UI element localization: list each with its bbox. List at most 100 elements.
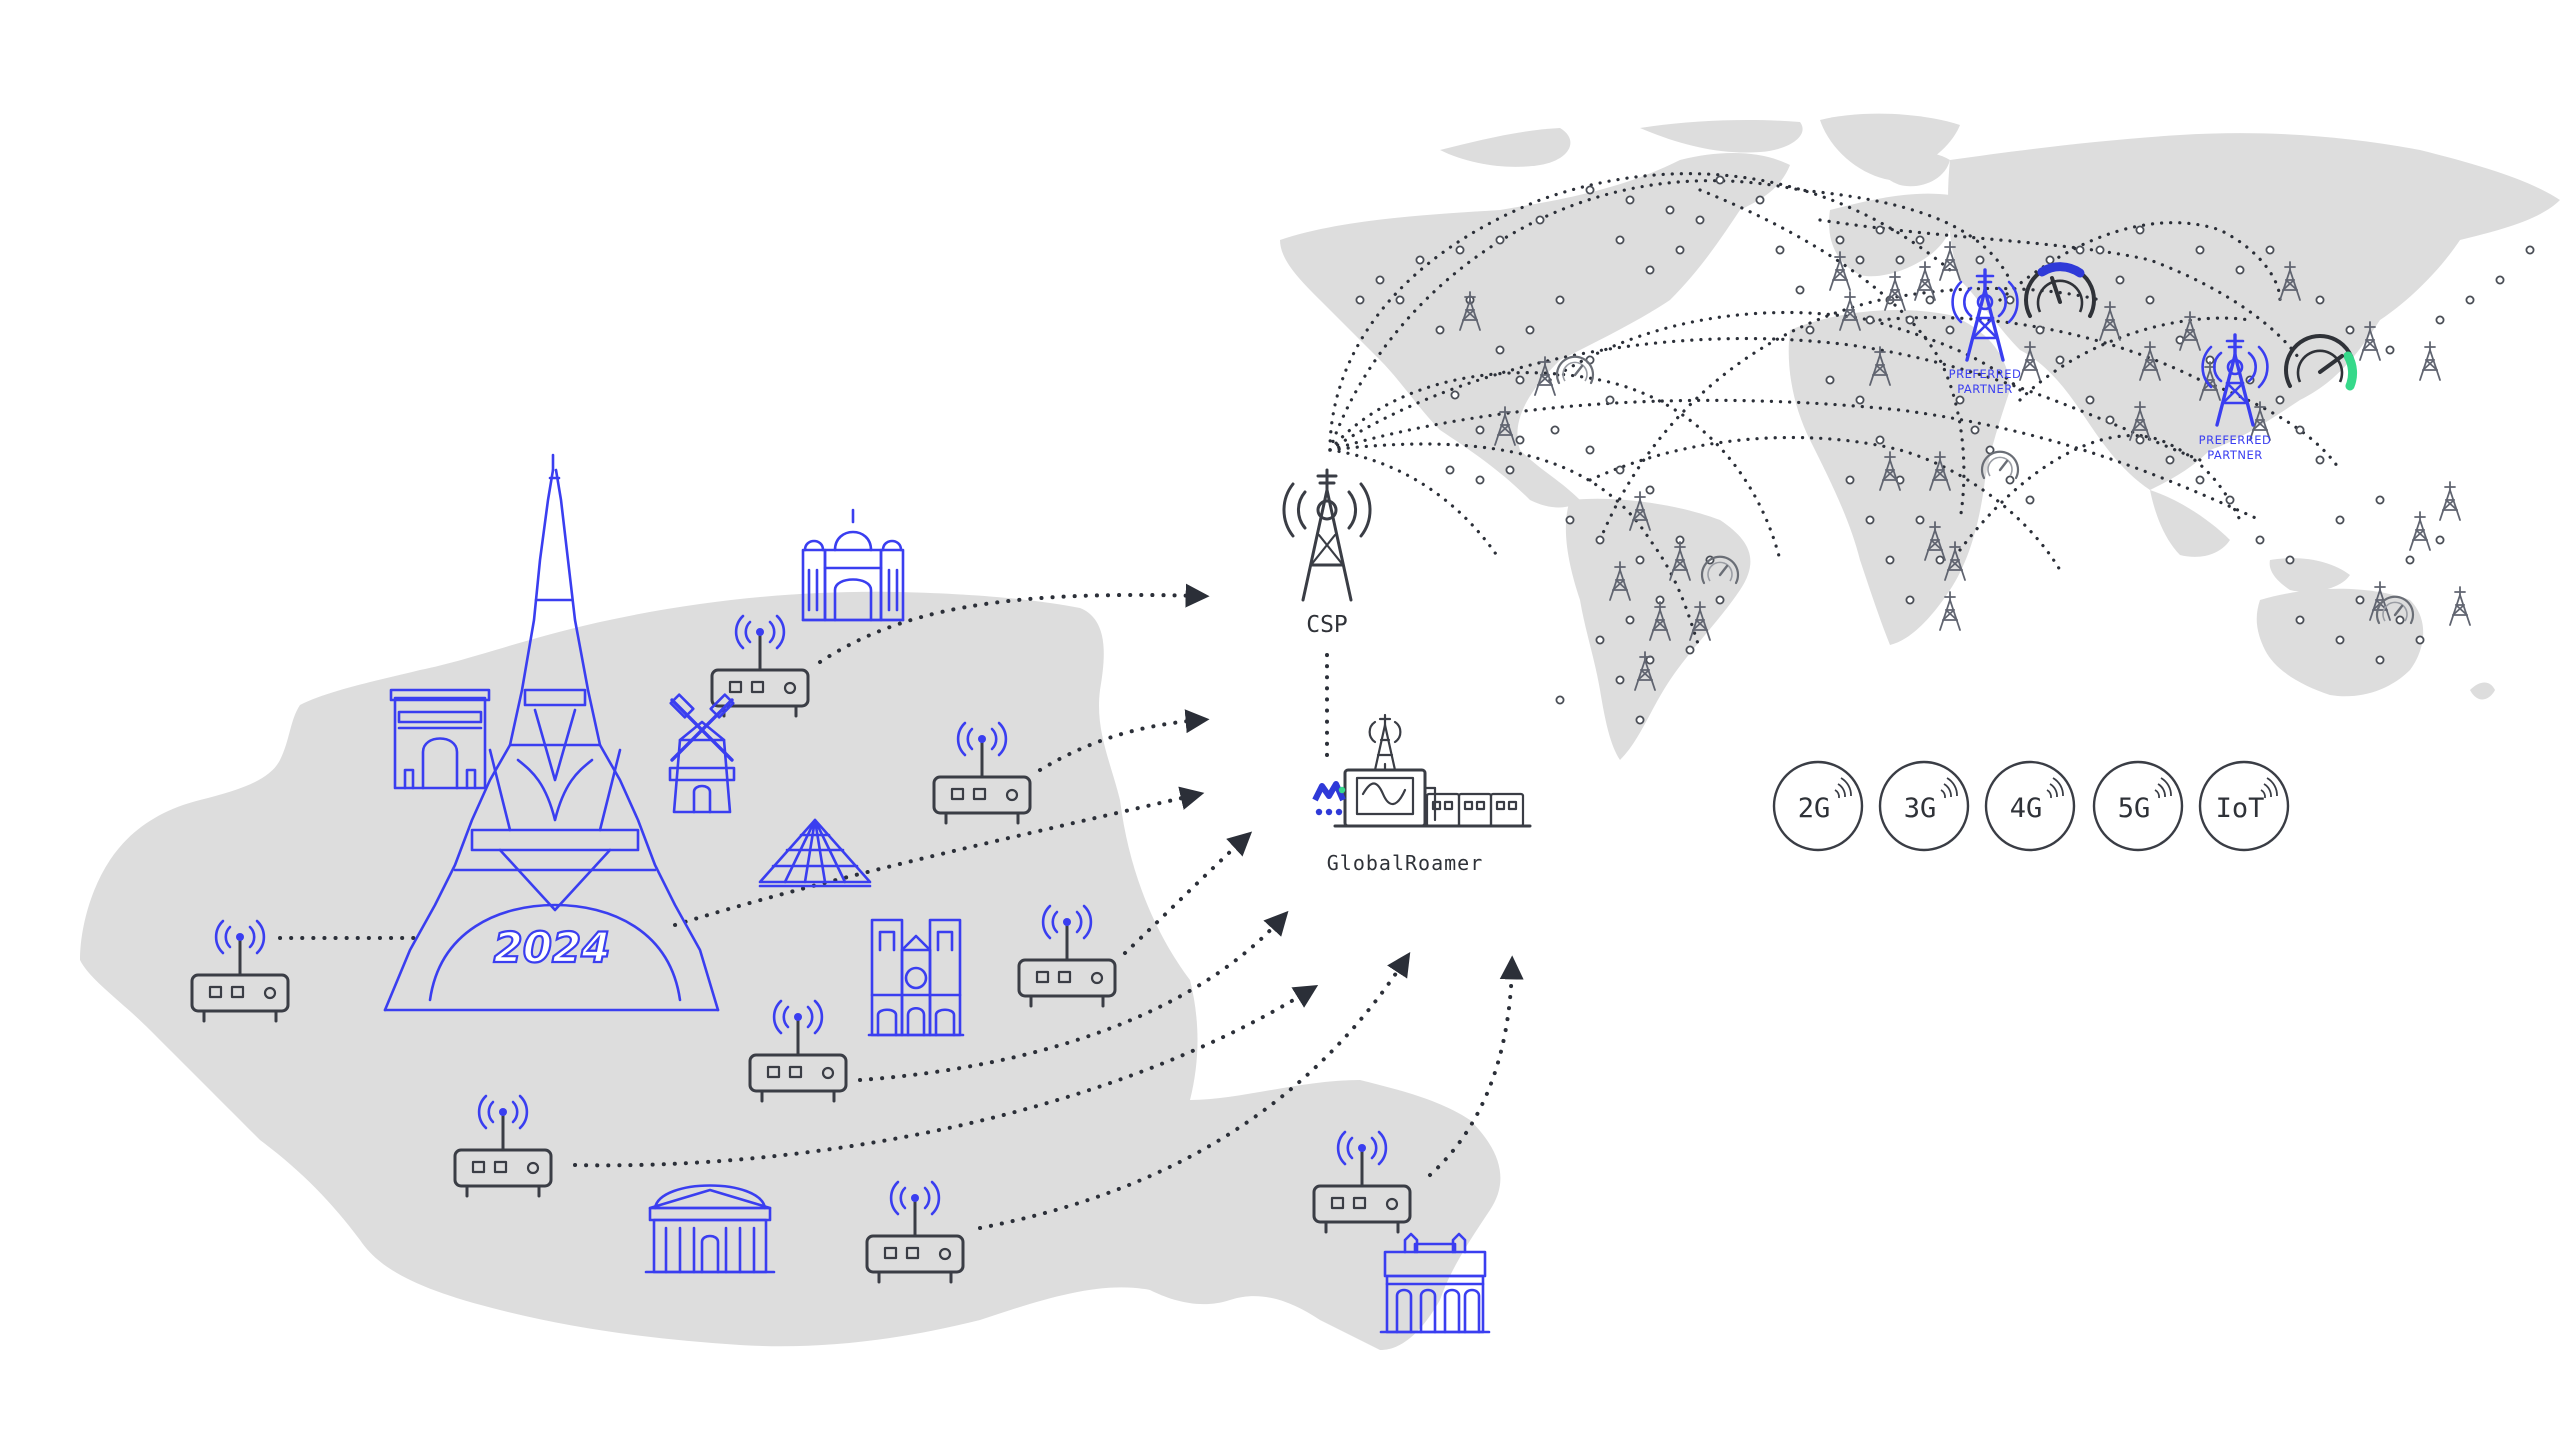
world-node-dot — [2316, 456, 2323, 463]
world-node-dot — [2036, 326, 2043, 333]
world-node-dot — [1536, 216, 1543, 223]
world-node-dot — [1556, 296, 1563, 303]
world-node-dot — [1606, 396, 1613, 403]
world-node-dot — [1866, 316, 1873, 323]
world-node-dot — [1886, 556, 1893, 563]
world-node-dot — [2136, 436, 2143, 443]
world-node-dot — [1516, 436, 1523, 443]
world-node-dot — [1446, 466, 1453, 473]
world-node-dot — [1376, 276, 1383, 283]
world-node-dot — [1556, 696, 1563, 703]
preferred-partner-2-line2: PARTNER — [2207, 448, 2263, 462]
network-badges: 2G 3G 4G 5G IoT — [1774, 762, 2288, 850]
world-node-dot — [2076, 246, 2083, 253]
world-node-dot — [1756, 196, 1763, 203]
network-badge-label: 4G — [2010, 793, 2043, 824]
world-node-dot — [2386, 346, 2393, 353]
world-node-dot — [1906, 596, 1913, 603]
world-node-dot — [2376, 656, 2383, 663]
world-node-dot — [2266, 246, 2273, 253]
world-node-dot — [2296, 616, 2303, 623]
world-node-dot — [2276, 396, 2283, 403]
world-node-dot — [1616, 236, 1623, 243]
network-badge-4g: 4G — [1986, 762, 2074, 850]
world-node-dot — [2196, 476, 2203, 483]
world-node-dot — [2046, 256, 2053, 263]
world-node-dot — [1876, 436, 1883, 443]
world-node-dot — [1436, 326, 1443, 333]
network-badge-iot: IoT — [2200, 762, 2288, 850]
world-node-dot — [2416, 636, 2423, 643]
network-badge-label: 5G — [2118, 793, 2151, 824]
world-node-dot — [2196, 246, 2203, 253]
world-node-dot — [1551, 426, 1558, 433]
world-node-dot — [2406, 556, 2413, 563]
world-node-dot — [1776, 246, 1783, 253]
network-badge-5g: 5G — [2094, 762, 2182, 850]
cell-tower-icon — [2420, 342, 2440, 380]
csp-tower-icon — [1284, 470, 1370, 600]
world-node-dot — [1596, 636, 1603, 643]
world-node-dot — [2296, 426, 2303, 433]
world-node-dot — [1516, 376, 1523, 383]
network-badge-label: IoT — [2216, 793, 2265, 824]
world-node-dot — [2006, 476, 2013, 483]
world-node-dot — [1496, 236, 1503, 243]
world-node-dot — [2026, 496, 2033, 503]
world-node-dot — [1836, 236, 1843, 243]
world-node-dot — [1596, 536, 1603, 543]
world-node-dot — [2436, 316, 2443, 323]
world-node-dot — [2086, 396, 2093, 403]
network-badge-2g: 2G — [1774, 762, 1862, 850]
world-node-dot — [1646, 486, 1653, 493]
preferred-partner-2-line1: PREFERRED — [2199, 433, 2272, 447]
world-node-dot — [2286, 556, 2293, 563]
world-node-dot — [2146, 296, 2153, 303]
world-node-dot — [2436, 536, 2443, 543]
speed-gauge-icon — [1557, 357, 1593, 383]
preferred-partner-1-line2: PARTNER — [1957, 382, 2013, 396]
world-node-dot — [2466, 296, 2473, 303]
world-node-dot — [2376, 496, 2383, 503]
world-node-dot — [1856, 396, 1863, 403]
world-node-dot — [1636, 556, 1643, 563]
preferred-partner-1-line1: PREFERRED — [1949, 367, 2022, 381]
world-node-dot — [1716, 176, 1723, 183]
world-node-dot — [2116, 276, 2123, 283]
world-node-dot — [2166, 456, 2173, 463]
csp-label: CSP — [1306, 612, 1348, 638]
world-node-dot — [1686, 646, 1693, 653]
world-node-dot — [1971, 426, 1978, 433]
world-node-dot — [1856, 256, 1863, 263]
world-node-dot — [2136, 226, 2143, 233]
world-node-dot — [1976, 256, 1983, 263]
world-node-dot — [1396, 296, 1403, 303]
world-node-dot — [1676, 246, 1683, 253]
world-node-dot — [2236, 266, 2243, 273]
world-node-dot — [1506, 466, 1513, 473]
world-node-dot — [1806, 326, 1813, 333]
world-node-dot — [1456, 246, 1463, 253]
cell-tower-icon — [2440, 482, 2460, 520]
world-node-dot — [1796, 286, 1803, 293]
world-node-dot — [1876, 226, 1883, 233]
cell-tower-icon — [1915, 262, 1935, 300]
world-node-dot — [2336, 516, 2343, 523]
world-node-dot — [1946, 326, 1953, 333]
world-node-dot — [2356, 596, 2363, 603]
world-node-dot — [1696, 216, 1703, 223]
world-node-dot — [1906, 316, 1913, 323]
world-node-dot — [1936, 556, 1943, 563]
world-node-dot — [1666, 206, 1673, 213]
world-node-dot — [1916, 516, 1923, 523]
world-node-dot — [2006, 296, 2013, 303]
globalroamer-logo-icon — [1315, 784, 1345, 815]
world-node-dot — [1636, 716, 1643, 723]
network-badge-label: 2G — [1798, 793, 1831, 824]
world-node-dot — [2226, 496, 2233, 503]
world-node-dot — [1526, 326, 1533, 333]
globalroamer-probe-icon — [1335, 715, 1530, 826]
world-node-dot — [1896, 256, 1903, 263]
world-node-dot — [1626, 616, 1633, 623]
